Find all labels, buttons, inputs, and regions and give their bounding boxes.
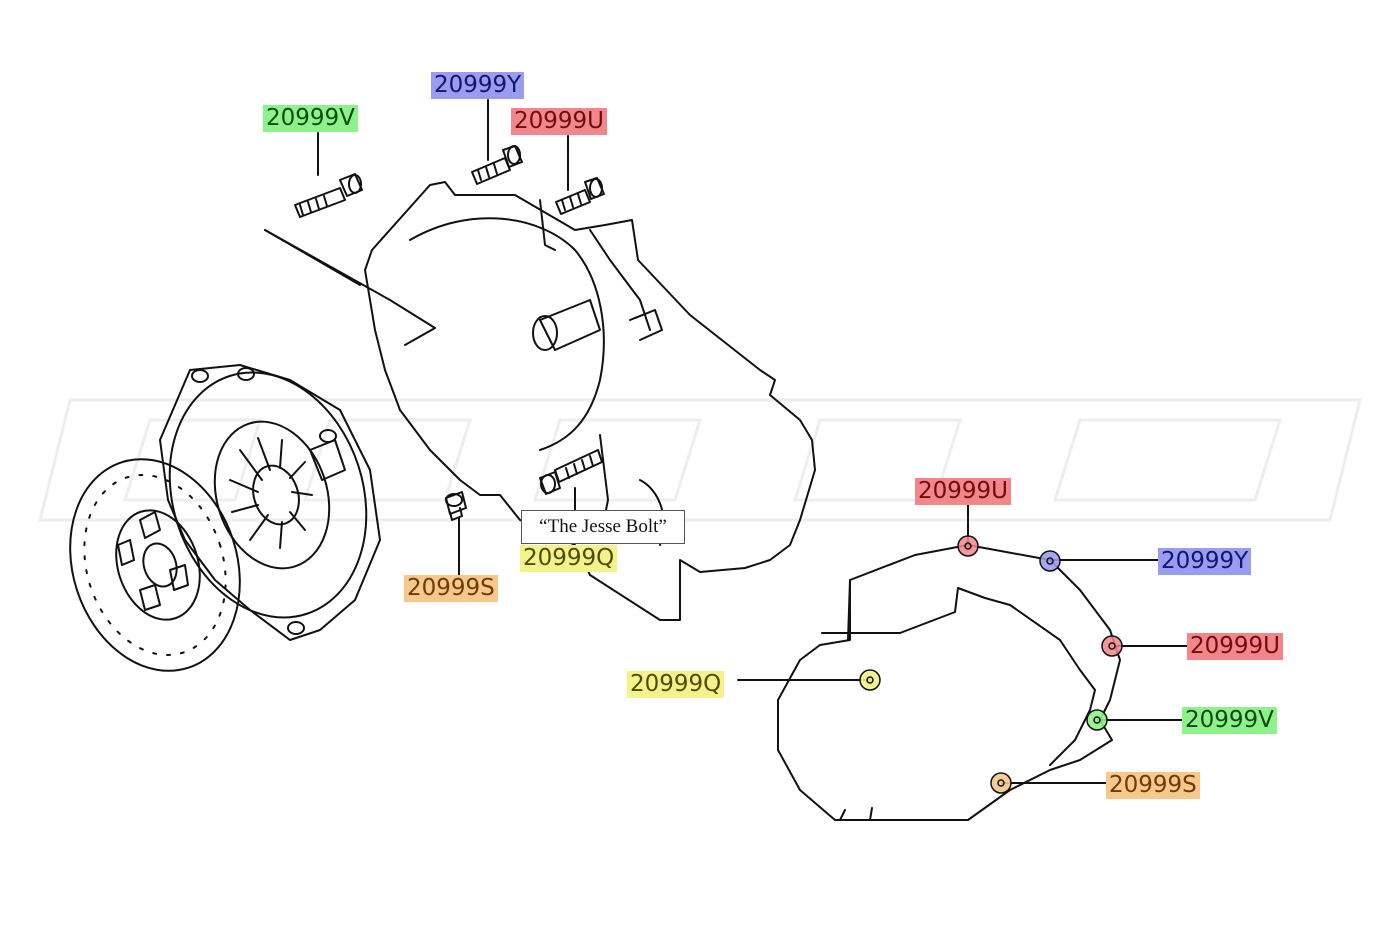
- pressure-plate-drawing: [159, 364, 381, 641]
- bolt-pattern-outline: [777, 544, 1121, 821]
- label-bolt-u: 20999U: [511, 108, 608, 135]
- label-pattern-top-u: 20999U: [915, 478, 1012, 505]
- label-pattern-q: 20999Q: [627, 671, 725, 698]
- watermark: [38, 398, 1362, 522]
- label-bolt-v: 20999V: [263, 105, 358, 132]
- hole-y: [1039, 550, 1061, 572]
- label-pattern-y: 20999Y: [1158, 548, 1252, 575]
- hole-q: [859, 669, 881, 691]
- bolt-q-drawing: [539, 449, 603, 495]
- label-pattern-right-u: 20999U: [1187, 633, 1284, 660]
- clutch-disc-drawing: [69, 458, 241, 672]
- line-art: [69, 99, 1191, 821]
- hole-s: [990, 772, 1012, 794]
- hole-top-u: [957, 535, 979, 557]
- hole-right-u: [1101, 635, 1123, 657]
- hole-v: [1086, 709, 1108, 731]
- bolt-s-drawing: [445, 491, 467, 521]
- bolt-v-drawing: [294, 173, 363, 218]
- label-bolt-s: 20999S: [404, 575, 498, 602]
- label-pattern-s: 20999S: [1106, 772, 1200, 799]
- jesse-bolt-callout: “The Jesse Bolt”: [521, 510, 685, 544]
- label-bolt-q: 20999Q: [520, 545, 618, 572]
- bolt-y-drawing: [471, 145, 523, 185]
- shaft-boss: [539, 299, 601, 351]
- label-bolt-y: 20999Y: [431, 72, 525, 99]
- bolt-hole-markers: [859, 535, 1123, 794]
- label-pattern-v: 20999V: [1182, 707, 1277, 734]
- bolt-u-drawing: [555, 177, 605, 215]
- bell-housing: [364, 181, 816, 621]
